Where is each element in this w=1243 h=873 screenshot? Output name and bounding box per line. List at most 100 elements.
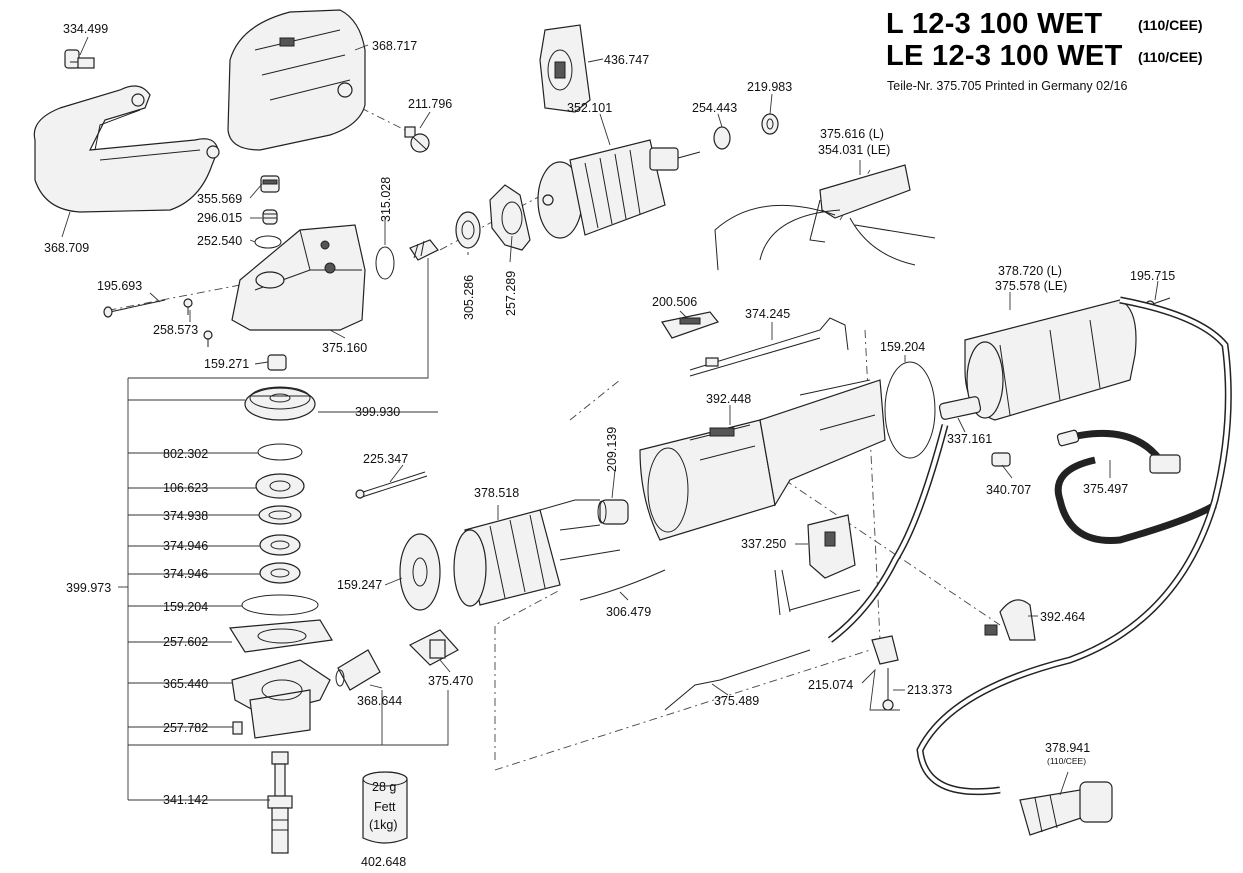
label-375160: 375.160 <box>322 341 367 355</box>
hose-375497 <box>991 429 1217 544</box>
label-340707: 340.707 <box>986 483 1031 497</box>
seal-374946-a <box>259 534 301 556</box>
cable-guard-337161 <box>938 396 982 420</box>
label-402648: 402.648 <box>361 855 406 869</box>
label-341142: 341.142 <box>163 793 208 807</box>
hose-306479 <box>579 569 666 601</box>
label-374946-b: 374.946 <box>163 567 208 581</box>
label-375470: 375.470 <box>428 674 473 688</box>
needle-bearing-159271 <box>267 354 287 371</box>
screw-225347 <box>355 471 428 499</box>
label-368717: 368.717 <box>372 39 417 53</box>
label-296015: 296.015 <box>197 211 242 225</box>
armature-bearings <box>713 113 779 150</box>
label-106623: 106.623 <box>163 481 208 495</box>
bearing-305286 <box>455 211 481 249</box>
label-257782: 257.782 <box>163 721 208 735</box>
gear-399930 <box>244 386 316 421</box>
label-195693: 195.693 <box>97 279 142 293</box>
label-209139: 209.139 <box>605 427 619 472</box>
screw-211796 <box>404 126 430 153</box>
label-305286: 305.286 <box>462 275 476 320</box>
label-315028: 315.028 <box>379 177 393 222</box>
grease-name: Fett <box>374 800 396 814</box>
label-368709: 368.709 <box>44 241 89 255</box>
label-159271: 159.271 <box>204 357 249 371</box>
grease-weight: 28 g <box>372 780 396 794</box>
handle-bow-368709 <box>33 85 220 213</box>
label-215074: 215.074 <box>808 678 853 692</box>
washer-374938 <box>258 505 302 525</box>
label-254443: 254.443 <box>692 101 737 115</box>
label-378941: 378.941 <box>1045 741 1090 755</box>
sleeve-209139 <box>597 499 629 525</box>
label-378720: 378.720 (L) <box>998 264 1062 278</box>
fan-436747 <box>539 24 591 113</box>
bearing-106623 <box>255 473 305 499</box>
title-voltage-l: (110/CEE) <box>1138 17 1203 33</box>
screw-334499 <box>64 49 95 69</box>
label-337250: 337.250 <box>741 537 786 551</box>
label-375616: 375.616 (L) <box>820 127 884 141</box>
oring-159204-b <box>241 594 319 616</box>
label-399973: 399.973 <box>66 581 111 595</box>
stator-378518 <box>453 499 621 607</box>
seal-374946-b <box>259 562 301 584</box>
label-213373: 213.373 <box>907 683 952 697</box>
title-voltage-le: (110/CEE) <box>1138 49 1203 65</box>
label-337161: 337.161 <box>947 432 992 446</box>
label-211796: 211.796 <box>408 97 452 111</box>
gasket-257602 <box>228 619 333 653</box>
switch-rod-374245 <box>689 317 849 377</box>
label-378941-sub: (110/CEE) <box>1047 756 1086 766</box>
title-model-l: L 12-3 100 WET <box>886 8 1103 40</box>
label-258573: 258.573 <box>153 323 198 337</box>
label-159204-b: 159.204 <box>163 600 208 614</box>
oring-315028 <box>375 239 439 280</box>
switch-slider-200506 <box>661 311 719 339</box>
bearing-plate-257289 <box>489 184 531 251</box>
label-368644: 368.644 <box>357 694 402 708</box>
screw-258573 <box>183 298 213 347</box>
label-257602: 257.602 <box>163 635 208 649</box>
power-cord <box>827 296 1232 796</box>
label-225347: 225.347 <box>363 452 408 466</box>
gear-housing-375160 <box>231 224 366 331</box>
fitting-375470 <box>408 629 459 666</box>
label-375497: 375.497 <box>1083 482 1128 496</box>
label-159204-a: 159.204 <box>880 340 925 354</box>
cover-368717 <box>227 9 366 151</box>
label-334499: 334.499 <box>63 22 108 36</box>
clamp-215074 <box>871 635 899 711</box>
label-374946-a: 374.946 <box>163 539 208 553</box>
motor-housing-378720 <box>964 299 1137 421</box>
fitting-368644 <box>335 649 381 691</box>
screw-257782 <box>232 721 243 735</box>
grease-qty: (1kg) <box>369 818 397 832</box>
screw-195693 <box>103 299 166 318</box>
label-802302: 802.302 <box>163 447 208 461</box>
subtitle-part-number: Teile-Nr. 375.705 Printed in Germany 02/… <box>887 79 1128 93</box>
grease-tin-402648 <box>362 771 408 844</box>
label-355569: 355.569 <box>197 192 242 206</box>
label-392448: 392.448 <box>706 392 751 406</box>
label-374938: 374.938 <box>163 509 208 523</box>
cover-392464 <box>984 599 1036 641</box>
part-labels: 334.499 368.717 368.709 211.796 355.569 … <box>44 22 1175 869</box>
leader-lines <box>61 36 1159 801</box>
spindle-341142 <box>267 751 293 854</box>
assembly-bracket <box>127 258 449 800</box>
label-399930: 399.930 <box>355 405 400 419</box>
label-195715: 195.715 <box>1130 269 1175 283</box>
armature-352101 <box>537 139 701 239</box>
label-375489: 375.489 <box>714 694 759 708</box>
label-354031: 354.031 (LE) <box>818 143 890 157</box>
label-436747: 436.747 <box>604 53 649 67</box>
oring-159204-a <box>884 361 936 459</box>
label-159247: 159.247 <box>337 578 382 592</box>
baffle-159247 <box>399 533 441 611</box>
label-378518: 378.518 <box>474 486 519 500</box>
title-model-le: LE 12-3 100 WET <box>886 40 1123 72</box>
